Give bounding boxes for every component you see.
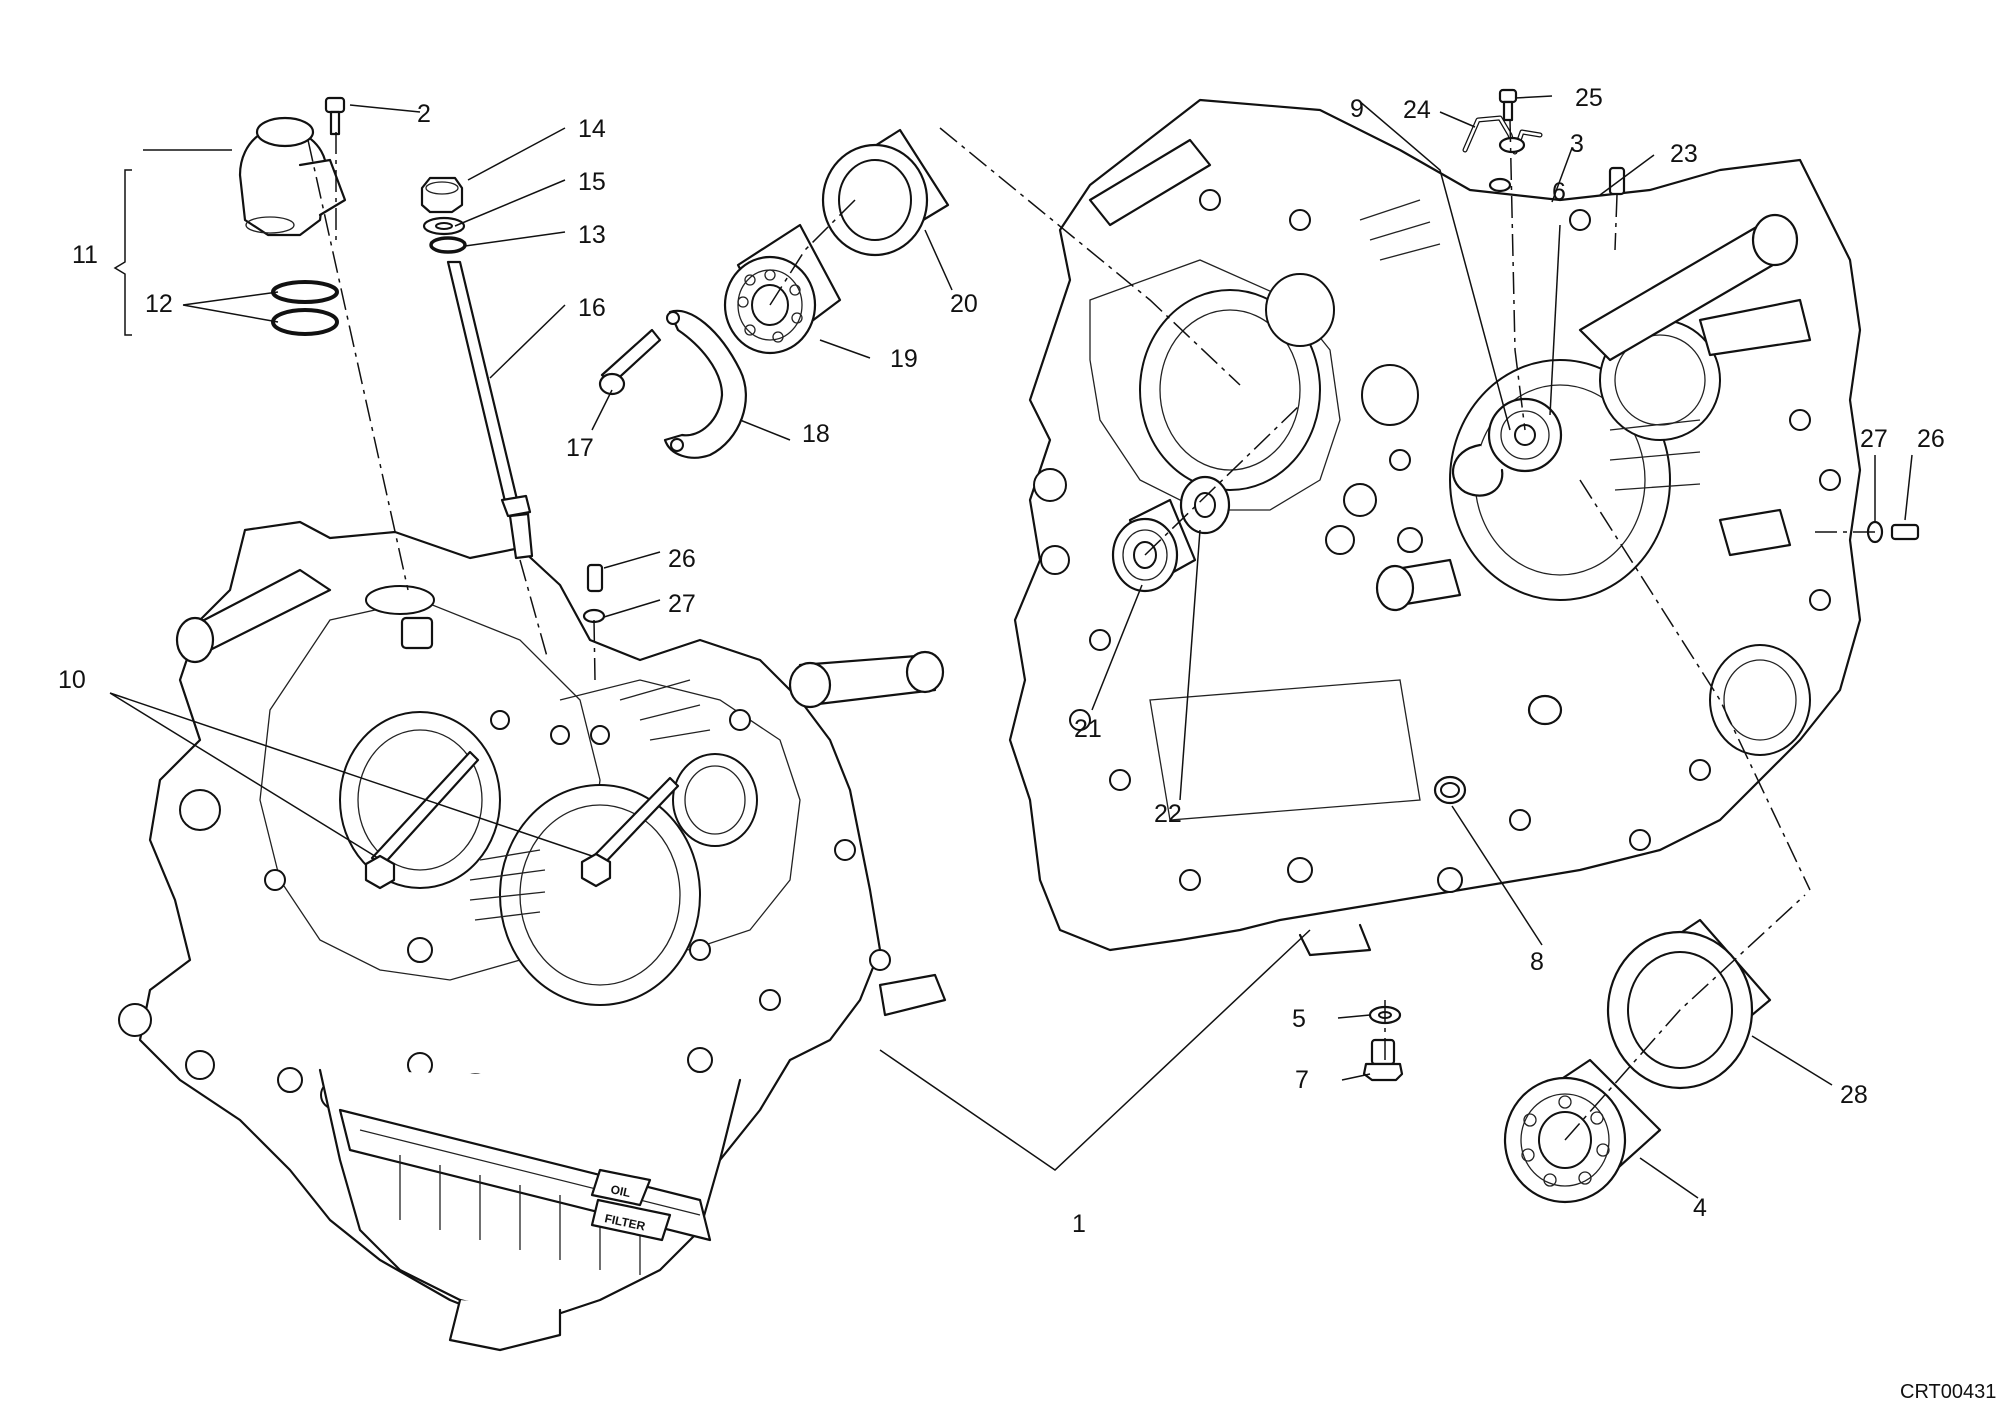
callout-8: 8 bbox=[1530, 948, 1544, 976]
callout-1: 1 bbox=[1072, 1210, 1086, 1238]
centerline-part-23 bbox=[1614, 194, 1618, 251]
callout-27-right: 27 bbox=[1860, 425, 1888, 453]
callout-25: 25 bbox=[1575, 84, 1603, 112]
part-26-dowel-right bbox=[1890, 523, 1920, 541]
left-crankcase-half: OIL FILTER bbox=[118, 520, 947, 1352]
callout-14: 14 bbox=[578, 115, 606, 143]
centerline-bearing-21-22 bbox=[1144, 404, 1301, 556]
part-22-seal bbox=[1179, 475, 1231, 535]
centerline-main-bearing bbox=[1579, 479, 1811, 891]
callout-24: 24 bbox=[1403, 96, 1431, 124]
callout-labels: 1 2 3 4 5 6 7 8 9 10 11 12 13 14 15 16 1… bbox=[58, 84, 1945, 1238]
leader-lines bbox=[109, 95, 1913, 1199]
callout-12: 12 bbox=[145, 290, 173, 318]
centerline-dowel-26-left bbox=[593, 619, 596, 681]
centerline-pipe bbox=[519, 559, 549, 661]
part-17-screw bbox=[598, 328, 662, 396]
callout-21: 21 bbox=[1074, 715, 1102, 743]
part-4-bearing bbox=[1503, 1058, 1662, 1204]
part-19-bearing bbox=[723, 223, 842, 355]
oil-casting-text: OIL bbox=[609, 1182, 631, 1200]
callout-13: 13 bbox=[578, 221, 606, 249]
callout-2: 2 bbox=[417, 100, 431, 128]
callout-20: 20 bbox=[950, 290, 978, 318]
part-12-o-ring-lower bbox=[271, 308, 339, 336]
callout-28: 28 bbox=[1840, 1081, 1868, 1109]
callout-11: 11 bbox=[72, 241, 98, 269]
callout-3: 3 bbox=[1570, 130, 1584, 158]
callout-4: 4 bbox=[1693, 1194, 1707, 1222]
callout-7: 7 bbox=[1295, 1066, 1309, 1094]
part-14-nut bbox=[420, 176, 464, 214]
centerline-bearing-20 bbox=[939, 127, 1241, 386]
callout-6: 6 bbox=[1552, 178, 1566, 206]
part-15-washer bbox=[422, 216, 466, 236]
part-24-pipe bbox=[1462, 115, 1543, 155]
callout-19: 19 bbox=[890, 345, 918, 373]
part-7-drain-plug bbox=[1362, 1038, 1404, 1082]
centerline-bearing-19 bbox=[769, 199, 856, 306]
part-18-retaining-plate bbox=[663, 309, 747, 459]
part-20-bush bbox=[821, 128, 950, 257]
callout-26-right: 26 bbox=[1917, 425, 1945, 453]
callout-15: 15 bbox=[578, 168, 606, 196]
centerline-breather bbox=[307, 139, 409, 591]
centerline-bearing-4-28 bbox=[1564, 894, 1806, 1141]
part-12-o-ring-upper bbox=[271, 280, 339, 304]
part-25-screw bbox=[1498, 88, 1518, 122]
callout-16: 16 bbox=[578, 294, 606, 322]
part-26-dowel-left bbox=[586, 563, 604, 593]
callout-26-left: 26 bbox=[668, 545, 696, 573]
callout-9: 9 bbox=[1350, 95, 1364, 123]
callout-23: 23 bbox=[1670, 140, 1698, 168]
part-3-washer bbox=[1488, 177, 1512, 193]
callout-17: 17 bbox=[566, 434, 594, 462]
right-crankcase-half bbox=[1008, 98, 1862, 957]
part-23-dowel bbox=[1608, 166, 1626, 196]
callout-27-left: 27 bbox=[668, 590, 696, 618]
centerline-part-6 bbox=[1509, 119, 1526, 431]
part-16-oil-pipe bbox=[446, 260, 534, 560]
drawing-code: CRT00431 bbox=[1900, 1381, 1996, 1403]
callout-10: 10 bbox=[58, 666, 86, 694]
part-2-screw bbox=[324, 96, 346, 136]
part-11-breather-body bbox=[238, 116, 347, 237]
callout-22: 22 bbox=[1154, 800, 1182, 828]
callout-5: 5 bbox=[1292, 1005, 1306, 1033]
callout-18: 18 bbox=[802, 420, 830, 448]
part-13-o-ring bbox=[429, 236, 467, 254]
part-28-bush bbox=[1606, 918, 1772, 1090]
